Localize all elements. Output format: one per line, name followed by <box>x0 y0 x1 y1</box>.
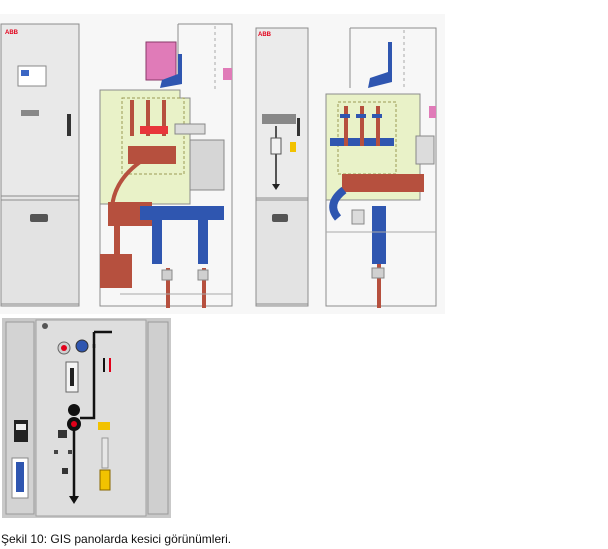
front-view-right-cabinet: ABB <box>255 27 309 307</box>
side-view-left <box>99 23 233 308</box>
side-view-right <box>325 27 437 308</box>
gis-panel-drawings: ABB <box>0 14 445 314</box>
abb-logo-right: ABB <box>258 32 272 38</box>
abb-logo-left: ABB <box>5 30 19 36</box>
operating-panel-photo <box>2 318 171 518</box>
front-view-left-cabinet: ABB <box>0 23 80 307</box>
figure-caption: Şekil 10: GIS panolarda kesici görünümle… <box>1 532 232 546</box>
